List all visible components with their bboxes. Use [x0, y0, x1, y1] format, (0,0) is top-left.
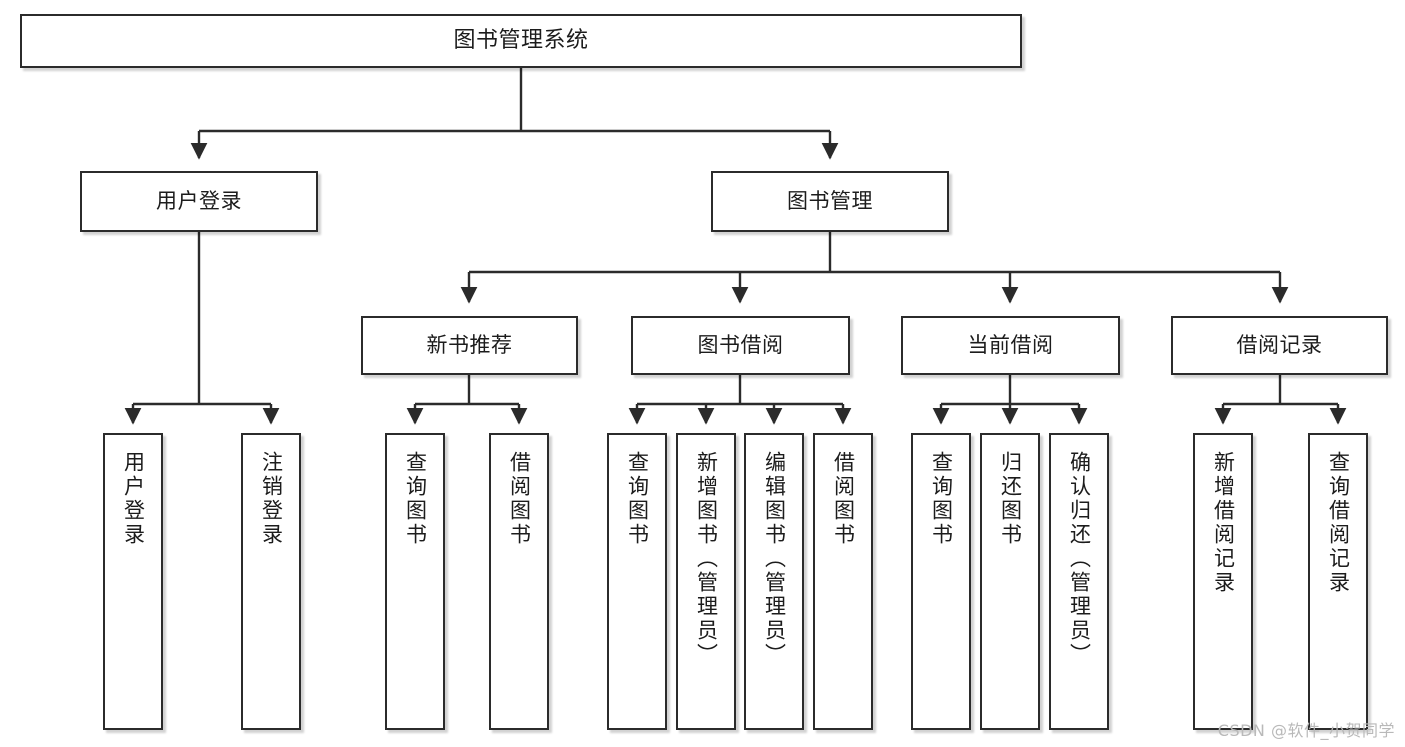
- node-leaf-add-book[interactable]: 新增图书（管理员）: [676, 433, 736, 730]
- node-leaf-query-book-3[interactable]: 查询图书: [911, 433, 971, 730]
- node-user-login-label: 用户登录: [156, 188, 242, 213]
- node-leaf-confirm-return-label: 确认归还（管理员）: [1067, 451, 1092, 667]
- node-leaf-user-login-label: 用户登录: [121, 451, 146, 547]
- node-current-borrow[interactable]: 当前借阅: [901, 316, 1120, 375]
- node-user-login[interactable]: 用户登录: [80, 171, 318, 232]
- node-leaf-query-book-3-label: 查询图书: [929, 451, 954, 547]
- node-book-borrow[interactable]: 图书借阅: [631, 316, 850, 375]
- node-borrow-record-label: 借阅记录: [1236, 332, 1323, 357]
- node-leaf-logout-login[interactable]: 注销登录: [241, 433, 301, 730]
- node-leaf-query-record-label: 查询借阅记录: [1326, 451, 1351, 595]
- node-book-manage[interactable]: 图书管理: [711, 171, 949, 232]
- node-leaf-query-book-2-label: 查询图书: [625, 451, 650, 547]
- node-leaf-borrow-book-1[interactable]: 借阅图书: [489, 433, 549, 730]
- node-leaf-query-book-2[interactable]: 查询图书: [607, 433, 667, 730]
- node-leaf-confirm-return[interactable]: 确认归还（管理员）: [1049, 433, 1109, 730]
- node-leaf-add-record[interactable]: 新增借阅记录: [1193, 433, 1253, 730]
- node-book-borrow-label: 图书借阅: [697, 332, 784, 357]
- node-leaf-query-book-1-label: 查询图书: [403, 451, 428, 547]
- node-leaf-borrow-book-2-label: 借阅图书: [831, 451, 856, 547]
- node-leaf-borrow-book-1-label: 借阅图书: [507, 451, 532, 547]
- node-new-book-recommend[interactable]: 新书推荐: [361, 316, 578, 375]
- node-leaf-logout-login-label: 注销登录: [259, 451, 284, 547]
- node-root-label: 图书管理系统: [453, 27, 589, 53]
- node-leaf-add-record-label: 新增借阅记录: [1211, 451, 1236, 595]
- node-book-manage-label: 图书管理: [787, 188, 873, 213]
- node-leaf-edit-book-label: 编辑图书（管理员）: [762, 451, 787, 667]
- node-leaf-borrow-book-2[interactable]: 借阅图书: [813, 433, 873, 730]
- node-root[interactable]: 图书管理系统: [20, 14, 1022, 68]
- node-leaf-query-book-1[interactable]: 查询图书: [385, 433, 445, 730]
- node-leaf-query-record[interactable]: 查询借阅记录: [1308, 433, 1368, 730]
- node-leaf-return-book-label: 归还图书: [998, 451, 1023, 547]
- node-leaf-user-login[interactable]: 用户登录: [103, 433, 163, 730]
- node-leaf-add-book-label: 新增图书（管理员）: [694, 451, 719, 667]
- node-leaf-edit-book[interactable]: 编辑图书（管理员）: [744, 433, 804, 730]
- node-new-book-recommend-label: 新书推荐: [426, 332, 513, 357]
- node-borrow-record[interactable]: 借阅记录: [1171, 316, 1388, 375]
- watermark-text: CSDN @软件_小贺同学: [1217, 721, 1395, 740]
- node-current-borrow-label: 当前借阅: [967, 332, 1054, 357]
- node-leaf-return-book[interactable]: 归还图书: [980, 433, 1040, 730]
